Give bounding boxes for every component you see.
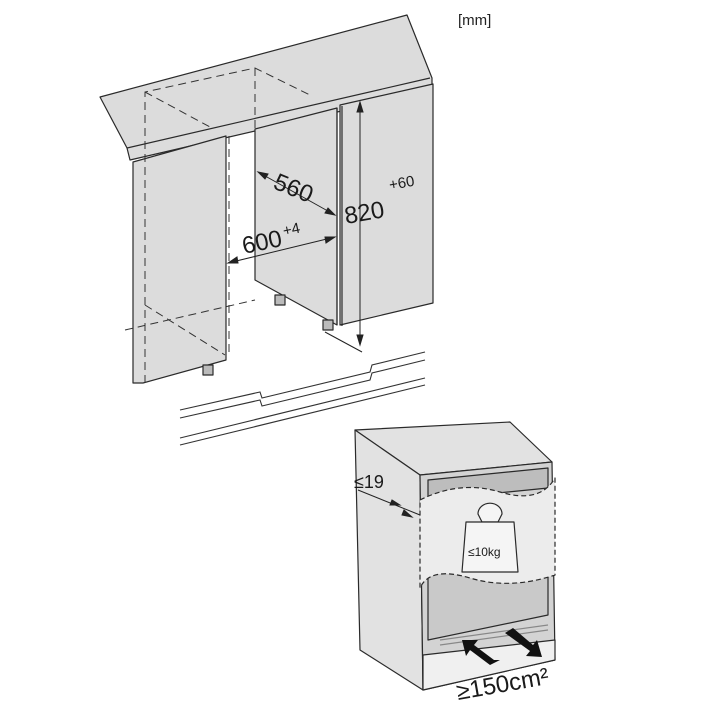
foot [322,319,334,331]
foot [202,364,214,376]
width-tolerance: +4 [281,220,301,240]
air-out-arrow [505,628,542,657]
air-in-arrow [462,640,500,665]
unit-label: [mm] [458,12,492,29]
height-tolerance: +60 [388,173,416,194]
right-cabinet [339,83,434,326]
weight-icon [461,502,519,573]
foot [274,294,286,306]
door-load-label: ≤10kg [468,545,501,559]
niche-side-panel [254,107,338,326]
door-gap-label: ≤19 [354,472,384,492]
appliance [354,421,556,691]
airflow-arrows [462,628,542,665]
left-cabinet [132,135,227,384]
